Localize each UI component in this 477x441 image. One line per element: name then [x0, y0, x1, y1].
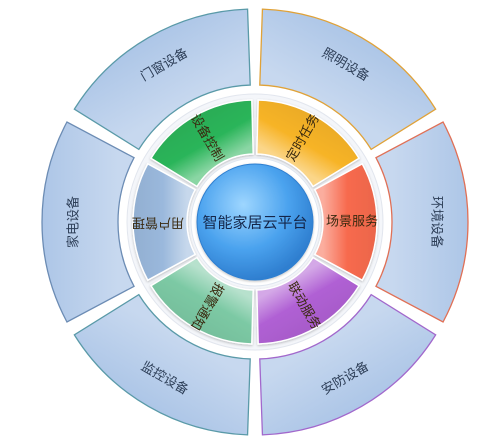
inner-segment-6[interactable]	[132, 162, 197, 282]
outer-segment-6[interactable]	[41, 121, 135, 323]
inner-segment-2[interactable]	[256, 99, 361, 188]
outer-segment-1[interactable]	[73, 8, 251, 151]
outer-segment-label: 环境设备	[429, 196, 445, 248]
outer-segment-3[interactable]	[375, 121, 469, 323]
center-hub[interactable]	[196, 163, 314, 281]
inner-segment-3[interactable]	[313, 162, 378, 282]
inner-segment-label: 用户管理	[132, 215, 184, 231]
inner-segment-4[interactable]	[256, 256, 361, 345]
inner-segment-label: 场景服务	[326, 214, 378, 230]
outer-segment-2[interactable]	[259, 8, 437, 151]
inner-segment-5[interactable]	[149, 256, 254, 345]
inner-segment-1[interactable]	[149, 99, 254, 188]
outer-segment-4[interactable]	[259, 293, 437, 436]
center-label: 智能家居云平台	[202, 214, 307, 232]
outer-segment-label: 家电设备	[66, 196, 82, 248]
outer-segment-5[interactable]	[73, 293, 251, 436]
